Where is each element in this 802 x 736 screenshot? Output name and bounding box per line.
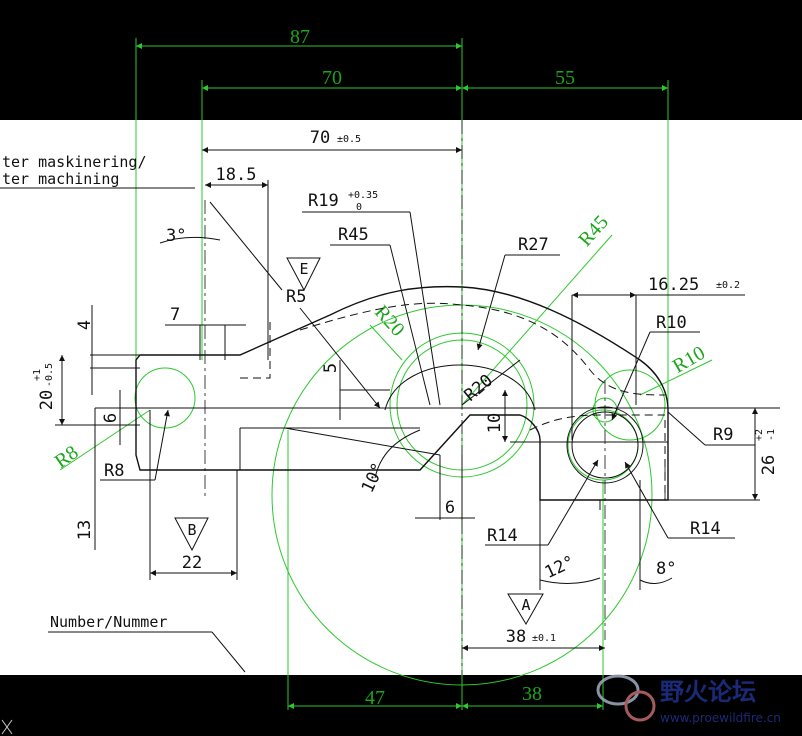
dim-8deg: 8° [656,559,676,579]
dim-87: 87 [290,26,310,48]
black-dimensions: 70 ±0.5 18.5 R19 +0.35 0 R45 R27 16.25 ±… [32,128,779,651]
dim-70-tol: 70 [310,128,330,148]
dim-22: 22 [182,553,202,573]
number-label: Number/Nummer [50,613,167,631]
dim-4: 4 [75,320,95,330]
dim-26: 26 [759,455,779,475]
dim-r8: R8 [104,461,124,481]
dim-38-tol: 38 [506,627,526,647]
dim-7: 7 [170,305,180,325]
watermark: 野火论坛 www.proewildfire.cn [596,674,781,725]
tol-r19-lo: 0 [356,202,362,213]
dim-38-green: 38 [522,683,542,705]
watermark-url: www.proewildfire.cn [660,711,781,725]
tol-20-lo: -0.5 [44,363,55,387]
dim-r45: R45 [338,225,369,245]
dim-6-left: 6 [101,413,121,423]
datum-e: E [299,260,308,278]
dim-r9: R9 [713,425,733,445]
tol-r19-up: +0.35 [348,190,378,201]
dim-r14-right: R14 [690,519,721,539]
dim-r10: R10 [656,313,687,333]
dim-20: 20 [37,390,57,410]
datum-a: A [521,596,530,614]
note-line-1: ter maskinering/ [2,153,147,171]
butterfly-logo-icon [596,674,656,722]
dim-r14-left: R14 [487,526,518,546]
dim-55: 55 [555,67,575,89]
dim-6-mid: 6 [445,498,455,518]
datum-b: B [187,521,196,539]
dim-13: 13 [75,520,95,540]
dim-10: 10 [485,413,505,433]
dim-47: 47 [365,687,385,709]
watermark-title: 野火论坛 [660,678,756,706]
tol-16-25: ±0.2 [716,280,740,291]
tol-26-up: +2 [754,429,765,441]
close-x-icon[interactable] [1,719,13,735]
dim-70: 70 [322,67,342,89]
datum-markers: E B A [174,257,544,625]
dim-r27: R27 [518,235,549,255]
dim-5: 5 [321,363,341,373]
dim-r19: R19 [308,191,339,211]
dim-3deg: 3° [166,226,186,246]
tol-38: ±0.1 [532,633,556,644]
tol-20-up: +1 [32,369,43,381]
dim-r5: R5 [286,287,306,307]
notes: ter maskinering/ ter machining Number/Nu… [0,153,246,673]
part-outline [90,120,780,675]
note-line-2: ter machining [2,170,119,188]
tol-70: ±0.5 [337,134,361,145]
dim-18-5: 18.5 [216,165,257,185]
dim-16-25: 16.25 [648,275,699,295]
tol-26-lo: -1 [766,429,777,441]
